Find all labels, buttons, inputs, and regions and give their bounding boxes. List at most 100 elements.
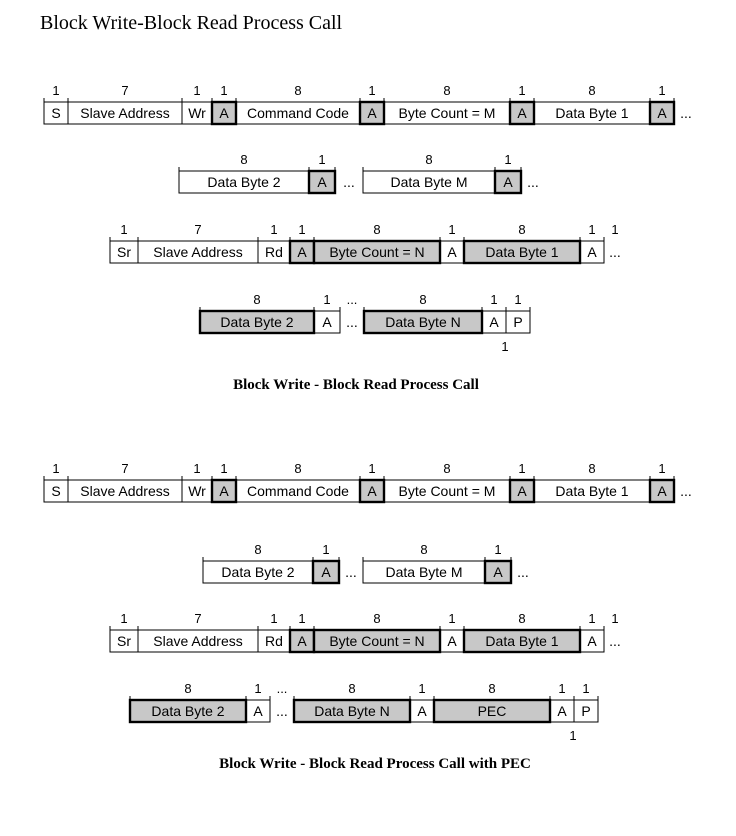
field-p-label: P [513, 314, 522, 330]
bit-count-label: 7 [121, 83, 128, 98]
bit-count-label: 1 [270, 611, 277, 626]
bit-count-label: 1 [514, 292, 521, 307]
bit-count-label: 8 [253, 292, 260, 307]
field-a-label: A [489, 314, 499, 330]
field-a-label: A [657, 483, 667, 499]
field-a-label: A [367, 105, 377, 121]
field-sr-label: Sr [117, 633, 131, 649]
field-a-box [210, 478, 238, 504]
field-data-byte-n-label: Data Byte N [385, 314, 460, 330]
field-a-box [483, 559, 513, 585]
bit-count-label: 8 [443, 83, 450, 98]
bit-count-label: 8 [373, 222, 380, 237]
field-slave-address-label: Slave Address [80, 483, 170, 499]
bit-count-label: 1 [504, 152, 511, 167]
field-a-box [358, 478, 386, 504]
bit-count-label-below: 1 [501, 339, 508, 354]
bit-count-label: 1 [318, 152, 325, 167]
field-a-box [648, 478, 676, 504]
bit-count-label: 1 [658, 83, 665, 98]
bit-count-label: 1 [658, 461, 665, 476]
bit-count-label: 1 [270, 222, 277, 237]
field-command-code-label: Command Code [247, 105, 349, 121]
bit-count-label: 7 [194, 611, 201, 626]
bit-count-label: 1 [298, 611, 305, 626]
field-a-label: A [517, 105, 527, 121]
bit-count-label: 8 [425, 152, 432, 167]
bit-count-label: 1 [220, 83, 227, 98]
ellipsis: ... [527, 174, 539, 190]
field-data-byte-1-box [462, 239, 582, 265]
field-a-label: A [322, 314, 332, 330]
field-data-byte-1-label: Data Byte 1 [555, 105, 628, 121]
bit-count-label: 8 [488, 681, 495, 696]
bit-count-label: 1 [52, 461, 59, 476]
ellipsis: ... [343, 174, 355, 190]
field-sr-label: Sr [117, 244, 131, 260]
field-a-label: A [447, 244, 457, 260]
field-data-byte-n-box [292, 698, 412, 724]
field-data-byte-m-label: Data Byte M [385, 564, 462, 580]
field-a-label: A [503, 174, 513, 190]
bit-count-label: 1 [558, 681, 565, 696]
bit-count-label-below: 1 [569, 728, 576, 743]
field-data-byte-1-label: Data Byte 1 [555, 483, 628, 499]
bit-count-label: 1 [611, 611, 618, 626]
field-rd-label: Rd [265, 633, 283, 649]
field-a-box [493, 169, 523, 195]
field-data-byte-2-box [198, 309, 316, 335]
field-a-box [508, 100, 536, 126]
field-a-label: A [657, 105, 667, 121]
bit-count-label: 1 [611, 222, 618, 237]
page-title: Block Write-Block Read Process Call [40, 12, 343, 34]
ellipsis: ... [609, 633, 621, 649]
bit-count-label: ... [347, 292, 358, 307]
bit-count-label: 8 [588, 461, 595, 476]
bit-count-label: 1 [518, 461, 525, 476]
field-data-byte-1-label: Data Byte 1 [485, 633, 558, 649]
field-a-box [358, 100, 386, 126]
field-byte-count-n-box [312, 628, 442, 654]
bit-count-label: 8 [373, 611, 380, 626]
field-a-label: A [321, 564, 331, 580]
field-p-box [505, 310, 531, 334]
field-byte-count-n-label: Byte Count = N [329, 244, 424, 260]
field-data-byte-m-label: Data Byte M [390, 174, 467, 190]
field-p-label: P [581, 703, 590, 719]
bit-count-label: 1 [494, 542, 501, 557]
field-p-box [573, 699, 599, 723]
bit-count-label: 1 [193, 83, 200, 98]
bit-count-label: 1 [368, 83, 375, 98]
field-wr-label: Wr [188, 483, 206, 499]
field-a-label: A [557, 703, 567, 719]
field-a-label: A [587, 244, 597, 260]
field-data-byte-n-box [362, 309, 484, 335]
bit-count-label: 8 [443, 461, 450, 476]
bit-count-label: 1 [52, 83, 59, 98]
bit-count-label: 8 [588, 83, 595, 98]
field-a-label: A [219, 483, 229, 499]
field-a-label: A [317, 174, 327, 190]
bit-count-label: 1 [418, 681, 425, 696]
field-a-box [311, 559, 341, 585]
field-slave-address-label: Slave Address [80, 105, 170, 121]
field-data-byte-2-label: Data Byte 2 [151, 703, 224, 719]
ellipsis: ... [680, 105, 692, 121]
field-byte-count-m-label: Byte Count = M [399, 483, 496, 499]
field-pec-box [432, 698, 552, 724]
bit-count-label: 1 [490, 292, 497, 307]
bit-count-label: 1 [220, 461, 227, 476]
bit-count-label: 7 [194, 222, 201, 237]
bit-count-label: 1 [582, 681, 589, 696]
field-command-code-label: Command Code [247, 483, 349, 499]
field-a-label: A [219, 105, 229, 121]
